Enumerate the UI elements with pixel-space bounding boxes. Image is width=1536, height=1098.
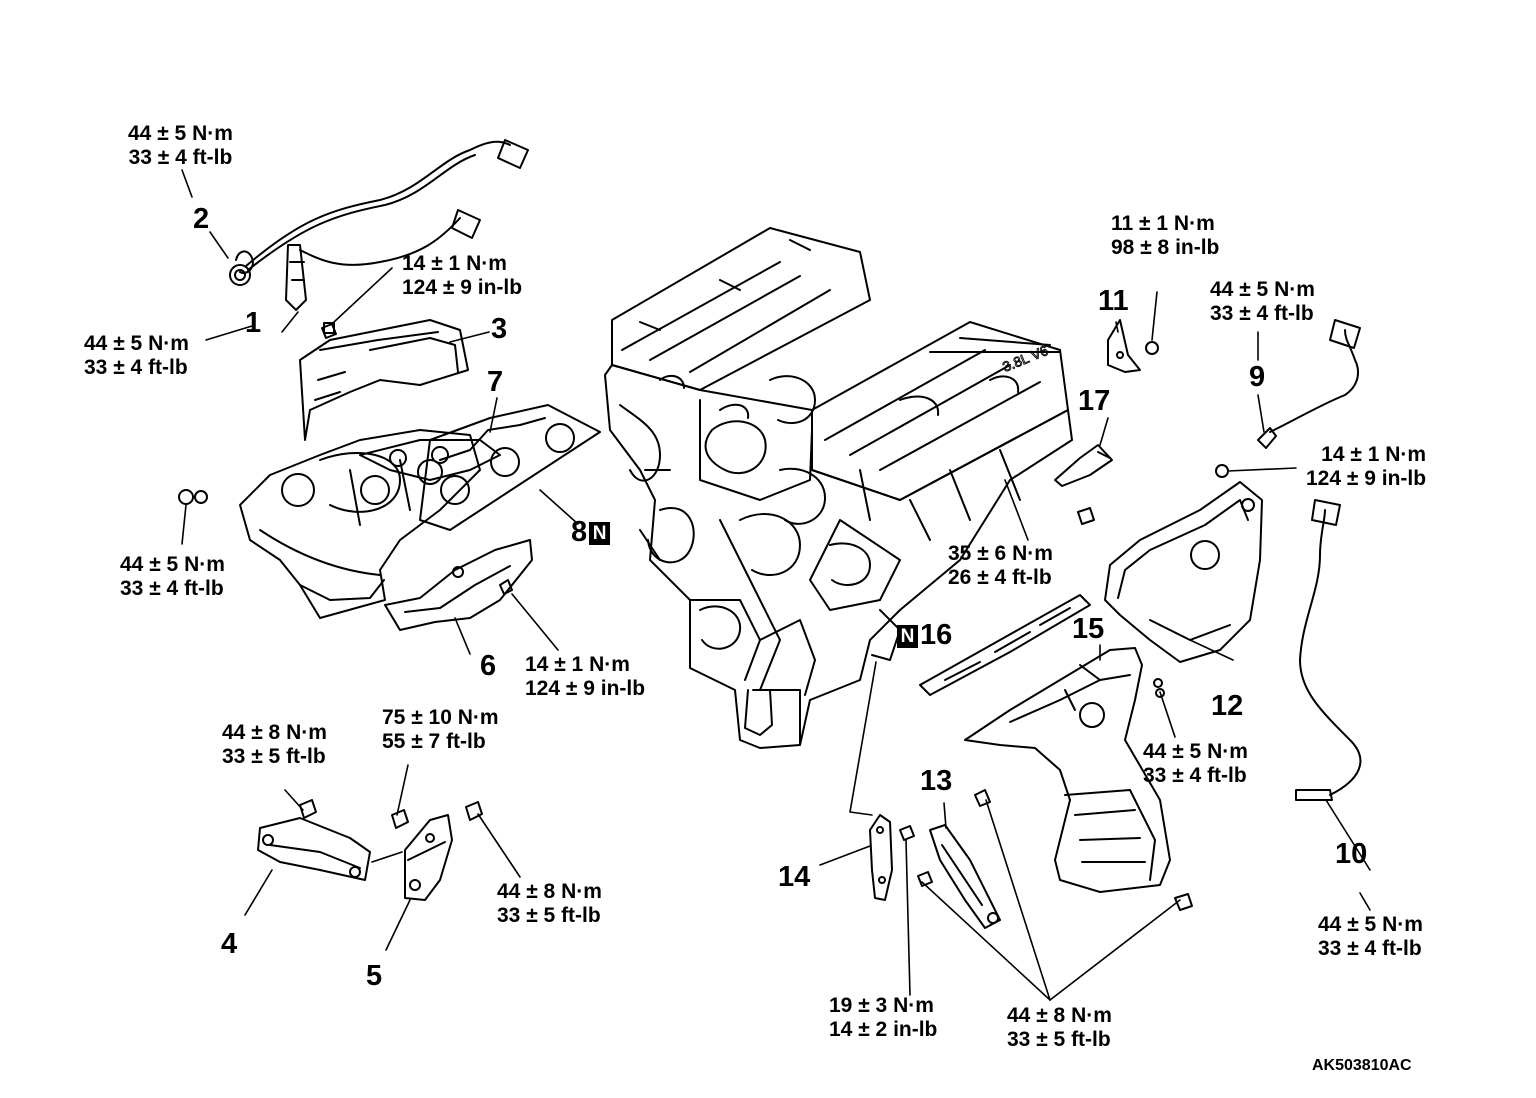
bolt-icon bbox=[1077, 507, 1095, 525]
torque-label-bracket-14: 19 ± 3 N·m 14 ± 2 in-lb bbox=[829, 994, 937, 1042]
new-part-mark-icon: N bbox=[897, 625, 918, 648]
heat-shield-3 bbox=[299, 319, 469, 441]
torque-imperial: 124 ± 9 in-lb bbox=[1306, 467, 1427, 490]
torque-imperial: 33 ± 4 ft-lb bbox=[84, 356, 188, 379]
nut-icon bbox=[1215, 464, 1229, 478]
torque-imperial: 33 ± 4 ft-lb bbox=[120, 577, 224, 600]
torque-label-heat-shield-12: 14 ± 1 N·m 124 ± 9 in-lb bbox=[1306, 443, 1426, 491]
torque-imperial: 33 ± 5 ft-lb bbox=[1007, 1028, 1111, 1051]
torque-metric: 44 ± 8 N·m bbox=[1007, 1004, 1112, 1027]
part-number-17: 17 bbox=[1078, 385, 1111, 417]
part-number-10: 10 bbox=[1335, 838, 1368, 870]
nut-icon bbox=[1145, 341, 1159, 355]
part-number-7: 7 bbox=[487, 366, 504, 398]
bolt-icon bbox=[899, 678, 1193, 911]
nut-icon bbox=[178, 489, 194, 505]
part-number-2: 2 bbox=[193, 203, 210, 235]
bolt-icon bbox=[299, 323, 483, 829]
torque-metric: 14 ± 1 N·m bbox=[1321, 443, 1427, 466]
torque-label-sensor-1: 44 ± 5 N·m 33 ± 4 ft-lb bbox=[84, 332, 189, 380]
bracket-11 bbox=[1107, 319, 1141, 373]
torque-metric: 44 ± 5 N·m bbox=[1210, 278, 1315, 301]
torque-metric: 11 ± 1 N·m bbox=[1111, 212, 1215, 235]
torque-label-bracket-4: 44 ± 8 N·m 33 ± 5 ft-lb bbox=[222, 721, 327, 769]
nut-icon bbox=[194, 490, 208, 504]
torque-label-heat-shield-6: 14 ± 1 N·m 124 ± 9 in-lb bbox=[525, 653, 645, 701]
torque-imperial: 124 ± 9 in-lb bbox=[525, 677, 646, 700]
torque-imperial: 124 ± 9 in-lb bbox=[402, 276, 523, 299]
gasket-7-plate bbox=[359, 439, 501, 481]
torque-metric: 35 ± 6 N·m bbox=[948, 542, 1053, 565]
part-number-12: 12 bbox=[1211, 690, 1244, 722]
part-number-11: 11 bbox=[1098, 285, 1129, 317]
part-number-14: 14 bbox=[778, 861, 811, 893]
part-number-6: 6 bbox=[480, 650, 497, 682]
oxygen-sensor-2 bbox=[229, 139, 529, 286]
gasket-8 bbox=[419, 404, 601, 531]
torque-imperial: 14 ± 2 in-lb bbox=[829, 1018, 938, 1041]
part-number-8: 8 bbox=[571, 516, 588, 548]
torque-label-sensor-2: 44 ± 5 N·m 33 ± 4 ft-lb bbox=[128, 122, 233, 170]
oxygen-sensor-1 bbox=[285, 209, 481, 311]
bracket-4 bbox=[257, 817, 371, 881]
torque-imperial: 33 ± 5 ft-lb bbox=[222, 745, 326, 768]
torque-metric: 44 ± 5 N·m bbox=[1318, 913, 1423, 936]
leader-lines bbox=[181, 169, 1371, 1001]
torque-imperial: 33 ± 4 ft-lb bbox=[1318, 937, 1422, 960]
engine-block: 3.8L V6 bbox=[604, 227, 1073, 749]
part-number-16: 16 bbox=[920, 619, 953, 651]
torque-label-bracket-5-upper: 75 ± 10 N·m 55 ± 7 ft-lb bbox=[382, 706, 499, 754]
torque-imperial: 26 ± 4 ft-lb bbox=[948, 566, 1052, 589]
oxygen-sensor-9 bbox=[1257, 319, 1361, 449]
torque-metric: 19 ± 3 N·m bbox=[829, 994, 934, 1017]
torque-label-bracket-5: 44 ± 8 N·m 33 ± 5 ft-lb bbox=[497, 880, 602, 928]
exhaust-manifold-left bbox=[239, 429, 481, 619]
heat-shield-12 bbox=[1104, 481, 1263, 663]
torque-metric: 44 ± 5 N·m bbox=[128, 122, 233, 145]
torque-label-sensor-10: 44 ± 5 N·m 33 ± 4 ft-lb bbox=[1318, 913, 1423, 961]
torque-metric: 14 ± 1 N·m bbox=[525, 653, 630, 676]
oxygen-sensor-10 bbox=[1295, 499, 1362, 801]
torque-imperial: 33 ± 4 ft-lb bbox=[1143, 764, 1247, 787]
torque-label-sensor-9: 44 ± 5 N·m 33 ± 4 ft-lb bbox=[1210, 278, 1315, 326]
bracket-13 bbox=[929, 824, 1001, 929]
torque-label-bracket-11: 11 ± 1 N·m 98 ± 8 in-lb bbox=[1111, 212, 1219, 260]
torque-imperial: 55 ± 7 ft-lb bbox=[382, 730, 486, 753]
exhaust-manifold-right bbox=[964, 647, 1171, 893]
gasket-16 bbox=[919, 594, 1091, 696]
bracket-14 bbox=[869, 814, 893, 901]
torque-label-manifold-nut: 44 ± 5 N·m 33 ± 4 ft-lb bbox=[120, 553, 225, 601]
part-number-5: 5 bbox=[366, 960, 383, 992]
torque-metric: 44 ± 5 N·m bbox=[84, 332, 189, 355]
torque-metric: 44 ± 5 N·m bbox=[120, 553, 225, 576]
heat-shield-6 bbox=[384, 539, 533, 631]
torque-metric: 44 ± 8 N·m bbox=[497, 880, 602, 903]
part-number-15: 15 bbox=[1072, 613, 1105, 645]
torque-imperial: 33 ± 5 ft-lb bbox=[497, 904, 601, 927]
torque-metric: 44 ± 8 N·m bbox=[222, 721, 327, 744]
figure-code: AK503810AC bbox=[1312, 1057, 1412, 1074]
part-number-3: 3 bbox=[491, 313, 508, 345]
torque-imperial: 33 ± 4 ft-lb bbox=[128, 146, 233, 169]
bracket-17 bbox=[1054, 444, 1113, 487]
torque-label-bracket-13: 44 ± 8 N·m 33 ± 5 ft-lb bbox=[1007, 1004, 1112, 1052]
torque-label-heat-shield-3: 14 ± 1 N·m 124 ± 9 in-lb bbox=[402, 252, 522, 300]
bracket-5 bbox=[404, 814, 453, 901]
torque-imperial: 33 ± 4 ft-lb bbox=[1210, 302, 1314, 325]
torque-metric: 14 ± 1 N·m bbox=[402, 252, 507, 275]
torque-metric: 44 ± 5 N·m bbox=[1143, 740, 1248, 763]
new-part-mark-icon: N bbox=[589, 522, 611, 545]
part-number-4: 4 bbox=[221, 928, 238, 960]
torque-imperial: 98 ± 8 in-lb bbox=[1111, 236, 1220, 259]
part-number-13: 13 bbox=[920, 765, 953, 797]
svg-text:3.8L V6: 3.8L V6 bbox=[1000, 342, 1050, 375]
part-number-1: 1 bbox=[245, 307, 262, 339]
torque-metric: 75 ± 10 N·m bbox=[382, 706, 499, 729]
torque-label-bracket-17: 35 ± 6 N·m 26 ± 4 ft-lb bbox=[948, 542, 1053, 590]
part-number-9: 9 bbox=[1249, 361, 1266, 393]
torque-label-manifold-15: 44 ± 5 N·m 33 ± 4 ft-lb bbox=[1143, 740, 1248, 788]
